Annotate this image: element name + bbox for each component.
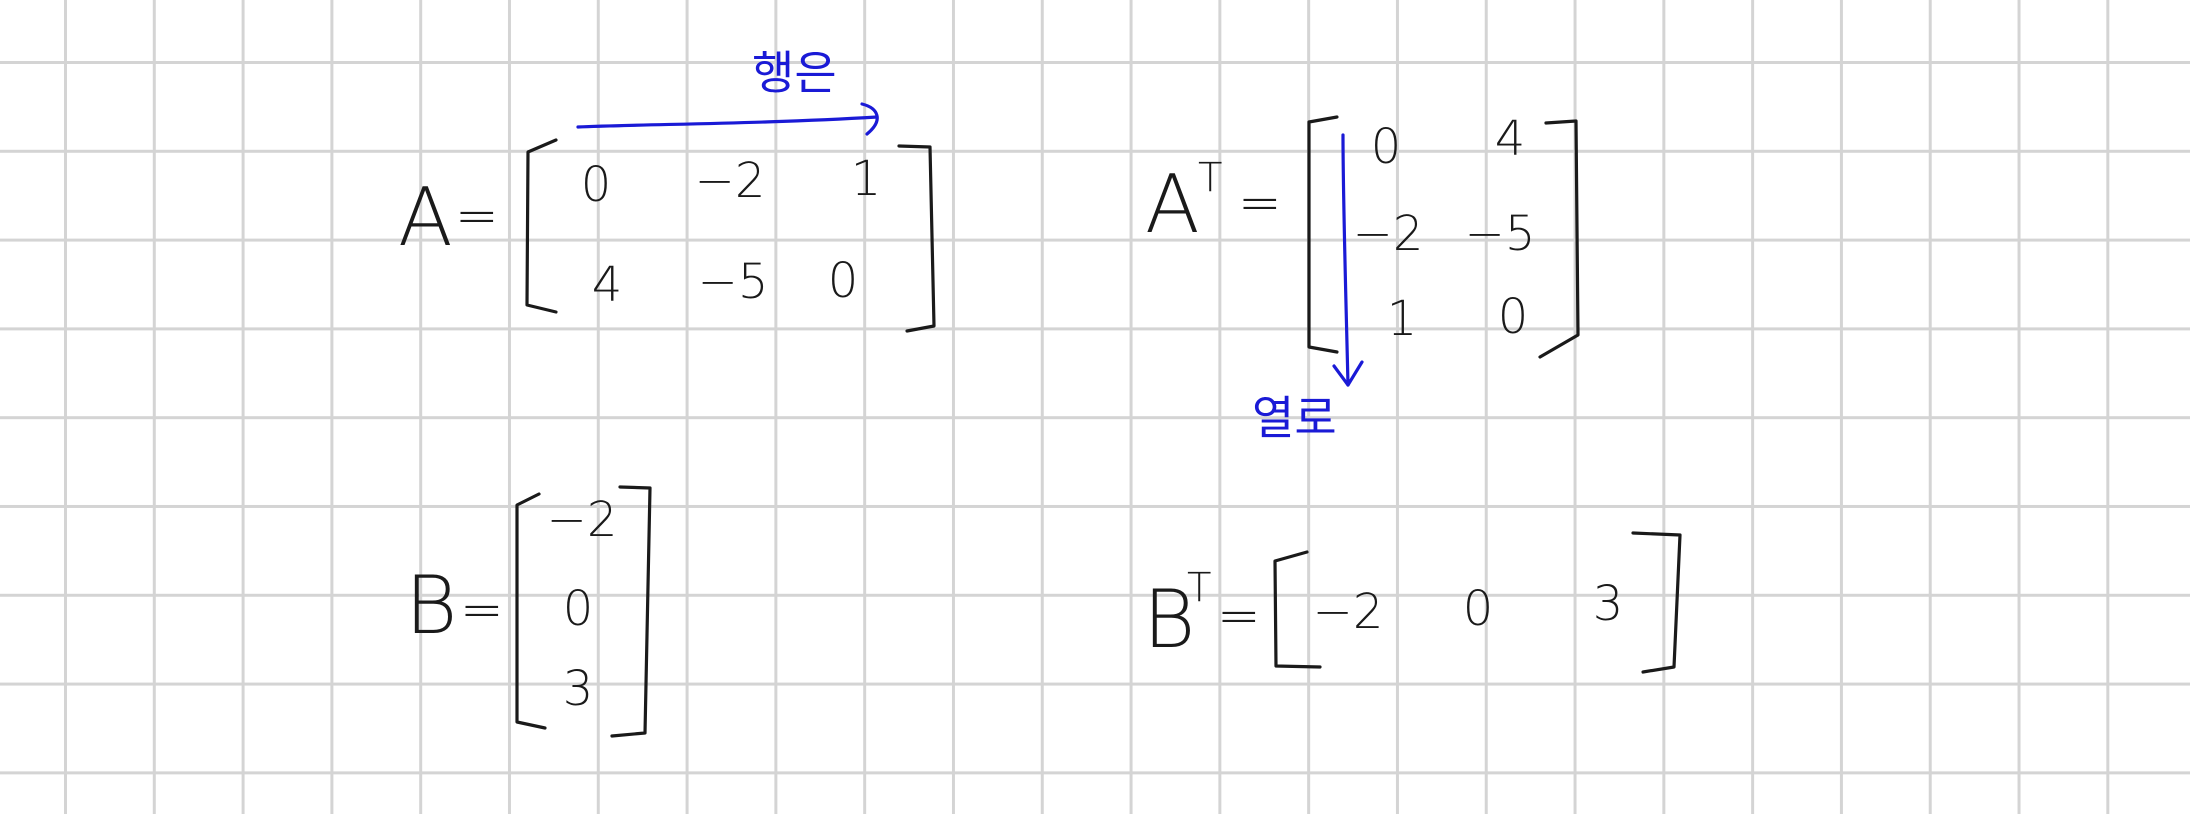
matrix-at-cell-2-2: −5 bbox=[1464, 206, 1536, 262]
matrix-bt-cell-2: 0 bbox=[1462, 581, 1494, 637]
matrix-bt-superscript: T bbox=[1187, 565, 1212, 611]
matrix-bt-equals: = bbox=[1217, 586, 1261, 646]
matrix-bt-cell-3: 3 bbox=[1592, 576, 1624, 632]
matrix-a-equals: = bbox=[455, 186, 499, 246]
matrix-at-cell-1-1: 0 bbox=[1370, 119, 1402, 175]
matrix-b-cell-3: 3 bbox=[562, 661, 594, 717]
matrix-at-cell-3-2: 0 bbox=[1497, 289, 1529, 345]
matrix-a-name: A bbox=[398, 171, 453, 264]
matrix-a-cell-1-2: −2 bbox=[694, 153, 766, 209]
matrix-at-equals: = bbox=[1238, 173, 1282, 233]
matrix-b-cell-1: −2 bbox=[546, 492, 618, 548]
row-arrow-line bbox=[576, 115, 879, 129]
matrix-b-equals: = bbox=[460, 580, 504, 640]
matrix-b-left-bracket bbox=[515, 492, 547, 730]
matrix-at-right-bracket bbox=[1538, 119, 1580, 359]
matrix-a-right-bracket bbox=[897, 144, 936, 333]
column-arrow-head bbox=[1332, 360, 1364, 387]
matrix-b-name: B bbox=[405, 559, 458, 652]
matrix-bt-cell-1: −2 bbox=[1312, 584, 1384, 640]
matrix-a-cell-2-1: 4 bbox=[591, 257, 623, 313]
matrix-b-cell-2: 0 bbox=[562, 581, 594, 637]
matrix-at-cell-3-1: 1 bbox=[1386, 291, 1418, 347]
matrix-at-name: A bbox=[1145, 158, 1200, 251]
matrix-a-cell-1-3: 1 bbox=[850, 151, 882, 207]
matrix-at-cell-1-2: 4 bbox=[1494, 111, 1526, 167]
matrix-at-cell-2-1: −2 bbox=[1352, 206, 1424, 262]
matrix-a-cell-1-1: 0 bbox=[580, 157, 612, 213]
matrix-at-left-bracket bbox=[1307, 115, 1339, 354]
matrix-b-right-bracket bbox=[610, 485, 652, 738]
matrix-bt-right-bracket bbox=[1631, 531, 1682, 674]
matrix-a-left-bracket bbox=[525, 138, 558, 314]
matrix-a-cell-2-3: 0 bbox=[827, 253, 859, 309]
row-annotation: 행은 bbox=[752, 46, 837, 100]
matrix-a-cell-2-2: −5 bbox=[697, 254, 769, 310]
column-annotation: 열로 bbox=[1252, 391, 1337, 445]
matrix-at-superscript: T bbox=[1198, 155, 1223, 201]
matrix-bt-name: B bbox=[1143, 573, 1196, 666]
column-arrow-line bbox=[1341, 133, 1350, 387]
row-arrow-head bbox=[860, 102, 879, 136]
